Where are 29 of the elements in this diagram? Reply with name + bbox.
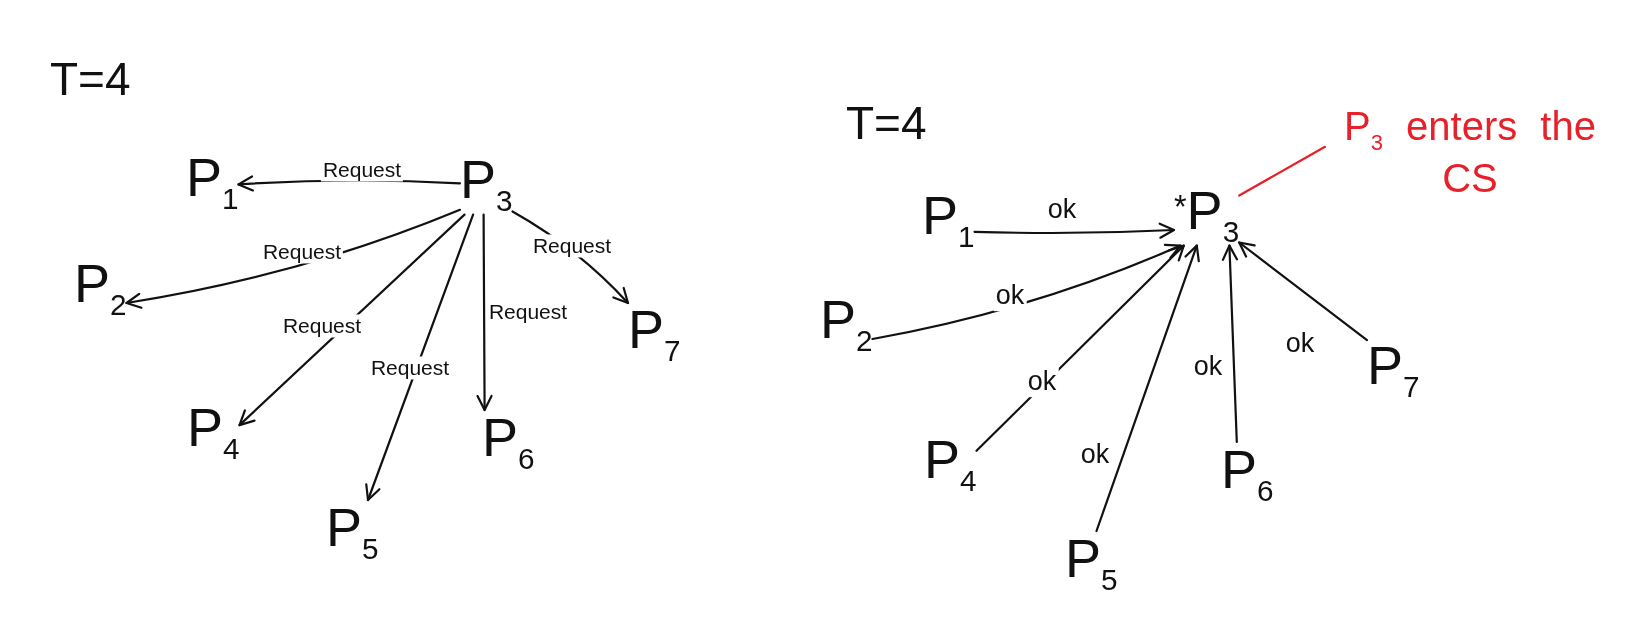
time-label: T=4 [50,56,131,102]
arrow [238,213,466,427]
process-label: P$_{5}$ [1065,531,1118,594]
process-label: P$_{6}$ [1221,442,1274,505]
process-label: P$_{3}$ [460,152,513,215]
arrow [125,208,462,309]
leader-line [1238,145,1327,197]
arrow [365,213,475,502]
arrow [1238,241,1369,342]
process-label: P$_{6}$ [482,410,535,473]
process-label: P$_{4}$ [187,400,240,463]
annotation-note: P$_{3}$ enters the CS [1325,100,1615,204]
process-label: P$_{2}$ [820,292,873,355]
arrow [1095,244,1200,533]
process-label: P$_{5}$ [326,500,379,563]
edge-label: ok [1025,367,1059,397]
process-label: P$_{4}$ [924,432,977,495]
arrow [1221,244,1238,444]
arrow [476,213,493,412]
process-label: $^{*}$P$_{3}$ [1174,183,1240,246]
arrow [973,222,1176,239]
edge-label: ok [993,281,1027,311]
process-label: P$_{7}$ [628,302,681,365]
process-label: P$_{1}$ [186,150,239,213]
process-label: P$_{1}$ [922,188,975,251]
arrow [871,243,1182,341]
process-label: P$_{2}$ [74,256,127,319]
time-label: T=4 [846,100,927,146]
process-label: P$_{7}$ [1367,338,1420,401]
